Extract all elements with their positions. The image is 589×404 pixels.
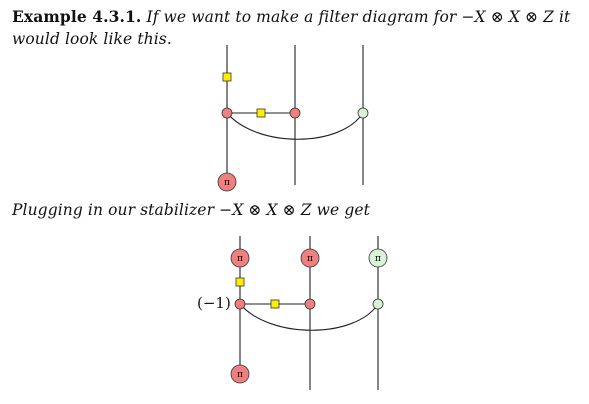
curved-connector — [239, 303, 379, 331]
plugging-paragraph: Plugging in our stabilizer −X ⊗ X ⊗ Z we… — [12, 201, 370, 219]
filter-diagram: π — [217, 45, 369, 192]
example-text: If we want to make a filter diagram for … — [12, 8, 571, 48]
hadamard-box — [222, 72, 232, 82]
x-spider-pi — [230, 364, 250, 384]
hadamard-box — [256, 108, 266, 118]
x-spider — [234, 298, 246, 310]
x-spider — [289, 107, 301, 119]
z-spider — [372, 298, 384, 310]
phase-label: π — [237, 370, 243, 380]
example-heading: Example 4.3.1. — [12, 7, 142, 26]
phase-label: π — [307, 254, 313, 264]
curved-connector — [226, 112, 364, 140]
z-spider-pi — [368, 248, 388, 268]
x-spider-pi — [230, 248, 250, 268]
phase-label: π — [375, 254, 381, 264]
x-spider — [221, 107, 233, 119]
hadamard-box — [270, 299, 280, 309]
plugged-diagram: π π π π — [230, 236, 388, 390]
x-spider-pi — [217, 172, 237, 192]
z-spider — [357, 107, 369, 119]
phase-label: π — [237, 254, 243, 264]
hadamard-box — [235, 277, 245, 287]
scalar-label: (−1) — [197, 294, 231, 312]
phase-label: π — [224, 178, 230, 188]
x-spider — [304, 298, 316, 310]
x-spider-pi — [300, 248, 320, 268]
example-paragraph: Example 4.3.1. If we want to make a filt… — [12, 6, 582, 50]
